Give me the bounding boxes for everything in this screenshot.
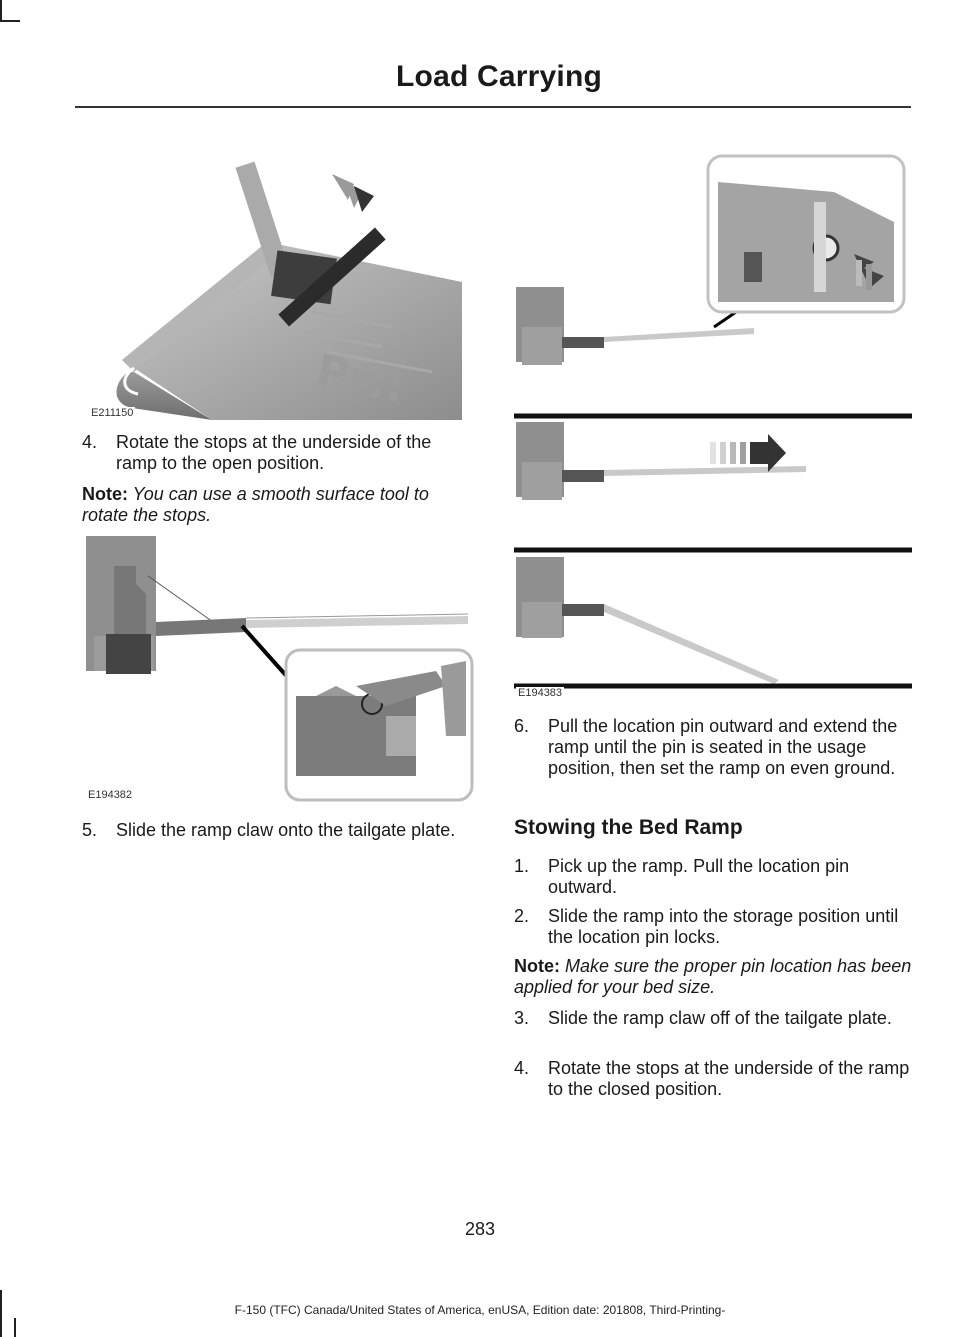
step-text: Slide the ramp claw onto the tailgate pl… — [116, 820, 456, 840]
stow-step-3: 3. Slide the ramp claw off of the tailga… — [514, 1008, 914, 1029]
figure-code: E211150 — [92, 407, 136, 420]
note-text: You can use a smooth surface tool to rot… — [82, 484, 429, 525]
step-number: 4. — [82, 432, 98, 452]
figure-code: E194382 — [86, 789, 135, 802]
ramp-extend-location-pin-illustration: E194383 — [514, 152, 914, 700]
ramp-claw-tailgate-illustration: E194382 — [86, 536, 474, 804]
step-5-slide-claw-onto-tailgate: 5. Slide the ramp claw onto the tailgate… — [82, 820, 468, 841]
step-text: Slide the ramp into the storage position… — [548, 906, 899, 947]
header-rule — [75, 106, 911, 108]
note-pin-location: Note: Make sure the proper pin location … — [514, 956, 914, 998]
step-number: 3. — [514, 1008, 530, 1028]
note-smooth-tool: Note: You can use a smooth surface tool … — [82, 484, 468, 526]
step-number: 1. — [514, 856, 530, 876]
step-text: Rotate the stops at the underside of the… — [548, 1058, 910, 1099]
stow-step-2: 2. Slide the ramp into the storage posit… — [514, 906, 914, 948]
step-text: Slide the ramp claw off of the tailgate … — [548, 1008, 892, 1028]
step-text: Pick up the ramp. Pull the location pin … — [548, 856, 850, 897]
page-number: 283 — [464, 1219, 496, 1239]
step-text: Rotate the stops at the underside of the… — [116, 432, 432, 473]
crop-mark — [0, 1290, 2, 1337]
crop-mark — [0, 0, 2, 20]
step-4-rotate-stops-open: 4. Rotate the stops at the underside of … — [82, 432, 468, 474]
note-label: Note: — [82, 484, 128, 504]
stow-step-1: 1. Pick up the ramp. Pull the location p… — [514, 856, 914, 898]
stow-step-4: 4. Rotate the stops at the underside of … — [514, 1058, 914, 1100]
step-number: 5. — [82, 820, 98, 840]
page-title: Load Carrying — [396, 60, 602, 93]
crop-mark — [0, 20, 20, 22]
ramp-stops-rotation-illustration: Pr:: E211150 — [92, 122, 462, 420]
note-text: Make sure the proper pin location has be… — [514, 956, 912, 997]
step-6-pull-location-pin: 6. Pull the location pin outward and ext… — [514, 716, 914, 779]
step-number: 4. — [514, 1058, 530, 1078]
step-text: Pull the location pin outward and extend… — [548, 716, 898, 778]
footer-edition: F-150 (TFC) Canada/United States of Amer… — [234, 1303, 726, 1317]
step-number: 2. — [514, 906, 530, 926]
section-heading-stowing: Stowing the Bed Ramp — [514, 816, 743, 839]
step-number: 6. — [514, 716, 530, 736]
note-label: Note: — [514, 956, 560, 976]
crop-mark — [14, 1318, 16, 1337]
figure-code: E194383 — [516, 687, 565, 700]
